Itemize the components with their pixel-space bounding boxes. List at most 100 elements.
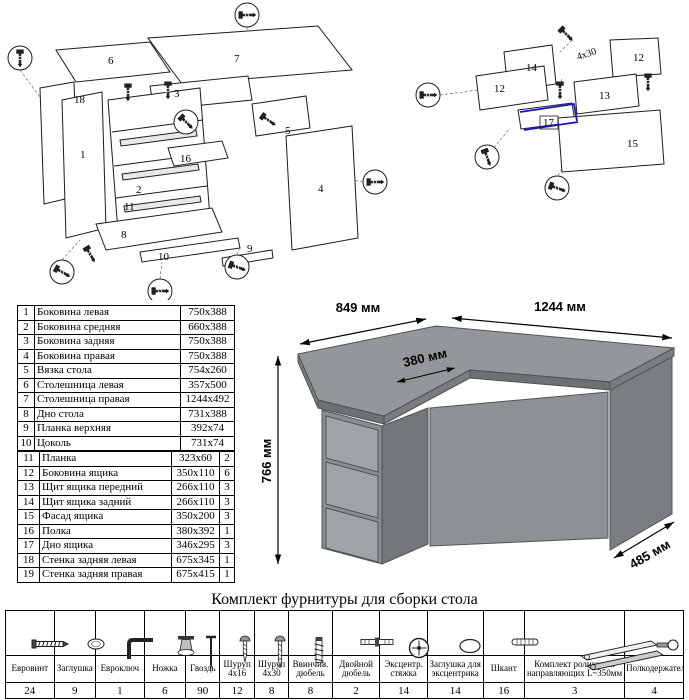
hardware-qty: 3 bbox=[523, 682, 626, 699]
part-size: 750x388 bbox=[180, 348, 235, 364]
part-qty: 2 bbox=[219, 451, 235, 467]
part-size: 266x110 bbox=[171, 494, 220, 510]
part-name: Боковина левая bbox=[34, 305, 181, 321]
part-size: 660x388 bbox=[180, 319, 235, 335]
part-num: 14 bbox=[17, 494, 40, 510]
hardware-qty: 4 bbox=[624, 682, 684, 699]
part-label-14: 14 bbox=[526, 62, 538, 74]
part-label-16: 16 bbox=[180, 153, 192, 165]
hardware-icon-cell bbox=[426, 610, 484, 656]
hardware-qty: 2 bbox=[331, 682, 381, 699]
cap-icon bbox=[87, 638, 105, 650]
panel-15-drawer-facade bbox=[557, 109, 665, 173]
part-size: 380x392 bbox=[171, 523, 220, 539]
hardware-qty: 8 bbox=[288, 682, 333, 699]
confirmat-screw-icon bbox=[31, 639, 69, 649]
hardware-qty: 12 bbox=[219, 682, 255, 699]
part-num: 10 bbox=[17, 435, 35, 451]
hardware-label: Комплект роликовых направляющих L~350мм bbox=[523, 655, 626, 683]
desk-render: 849 мм 1244 мм 766 мм 380 мм 485 мм bbox=[259, 299, 676, 572]
panel-7-top-right bbox=[147, 25, 353, 85]
hardware-label: Шкант bbox=[482, 655, 526, 683]
part-label-9: 9 bbox=[247, 243, 253, 255]
hardware-label: Заглушка для эксцентрика bbox=[426, 655, 484, 683]
assembly-diagrams: 6 7 18 1 2 3 16 5 8 4 11 10 9 bbox=[7, 2, 665, 300]
part-name: Дно стола bbox=[34, 406, 181, 422]
hardware-label: Евроключ bbox=[95, 655, 145, 683]
part-name: Стенка задняя левая bbox=[39, 552, 172, 568]
part-name: Столешница правая bbox=[34, 392, 181, 408]
part-num: 6 bbox=[17, 377, 35, 393]
desk-back-panel bbox=[429, 391, 609, 547]
hardware-qty: 6 bbox=[143, 682, 187, 699]
part-qty: 1 bbox=[219, 523, 235, 539]
part-label-17: 17 bbox=[543, 117, 555, 129]
part-qty: 3 bbox=[219, 509, 235, 525]
part-name: Стенка задняя правая bbox=[39, 567, 172, 583]
drawer-front-2 bbox=[325, 461, 379, 519]
panel-8-bottom bbox=[95, 207, 223, 251]
part-num: 16 bbox=[17, 523, 40, 539]
part-label-15: 15 bbox=[627, 138, 639, 150]
part-num: 5 bbox=[17, 363, 35, 379]
dim-1244: 1244 мм bbox=[534, 299, 586, 314]
hardware-icon-cell bbox=[53, 610, 105, 656]
part-size: 350x200 bbox=[171, 509, 220, 525]
shelf-16 bbox=[167, 140, 229, 167]
part-name: Щит ящика задний bbox=[39, 494, 172, 510]
part-name: Столешница левая bbox=[34, 377, 181, 393]
desk-exploded-diagram: 6 7 18 1 2 3 16 5 8 4 11 10 9 bbox=[7, 2, 388, 300]
part-label-4: 4 bbox=[318, 183, 324, 195]
threaded-dowel-icon bbox=[313, 637, 324, 663]
part-label-5: 5 bbox=[285, 125, 291, 137]
part-num: 2 bbox=[17, 319, 35, 335]
strip-10-plinth bbox=[139, 237, 241, 263]
hardware-qty: 8 bbox=[253, 682, 290, 699]
part-size: 675x415 bbox=[171, 567, 220, 583]
part-qty: 3 bbox=[219, 494, 235, 510]
part-size: 731x388 bbox=[180, 406, 235, 422]
dowel-icon bbox=[511, 638, 539, 646]
part-name: Планка bbox=[39, 451, 172, 467]
part-name: Дно ящика bbox=[39, 538, 172, 554]
part-num: 18 bbox=[17, 552, 40, 568]
part-size: 346x295 bbox=[171, 538, 220, 554]
part-name: Вязка стола bbox=[34, 363, 181, 379]
part-num: 12 bbox=[17, 465, 40, 481]
hardware-icon-cell bbox=[5, 610, 69, 656]
dim-849: 849 мм bbox=[336, 300, 381, 315]
drawer-rail bbox=[119, 129, 198, 147]
drawer-rail bbox=[121, 163, 200, 181]
hardware-qty: 14 bbox=[379, 682, 428, 699]
part-name: Боковина ящика bbox=[39, 465, 172, 481]
part-size: 350x110 bbox=[171, 465, 220, 481]
desk-body bbox=[297, 325, 676, 565]
panel-6-top-left bbox=[55, 41, 171, 83]
screw-size-label: 4x30 bbox=[576, 46, 598, 63]
part-qty: 1 bbox=[219, 567, 235, 583]
part-qty: 3 bbox=[219, 538, 235, 554]
hardware-table: Евровинт Заглушка Евроключ Ножка Гвоздь … bbox=[5, 610, 684, 699]
part-label-13: 13 bbox=[599, 90, 611, 102]
hardware-icon-cell bbox=[95, 610, 153, 659]
double-dowel-icon bbox=[360, 637, 394, 647]
part-label-11: 11 bbox=[124, 201, 135, 213]
screw-4x16-icon bbox=[239, 635, 251, 663]
desk-top-edge bbox=[609, 347, 675, 391]
